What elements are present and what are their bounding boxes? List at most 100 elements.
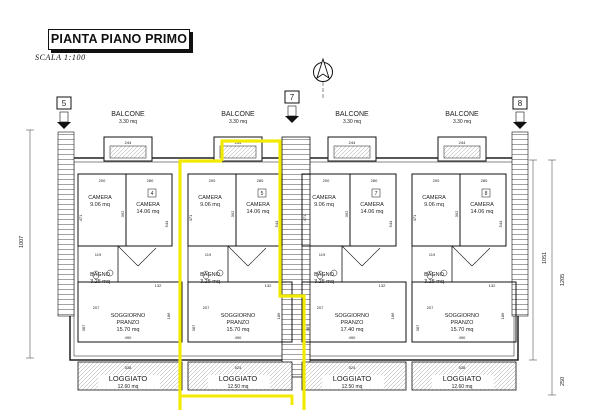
soggiorno-label: SOGGIORNO	[335, 313, 370, 319]
side-stair-0	[57, 131, 75, 317]
dim-wall: 544	[388, 220, 393, 227]
balcony-dim: 244	[349, 140, 356, 145]
soggiorno-area: 15.70 mq	[227, 327, 250, 333]
loggiato-label: LOGGIATO	[333, 374, 372, 383]
dim-bath: 207	[93, 305, 100, 310]
bagno-label: BAGNO	[200, 272, 221, 278]
balcony-label: BALCONE	[111, 111, 145, 118]
section-marker-label: 5	[62, 99, 67, 108]
dim-bath: 186	[276, 312, 281, 319]
camera2-area: 14.06 mq	[471, 209, 494, 215]
dim-wall: 119	[205, 252, 212, 257]
loggiato-label: LOGGIATO	[443, 374, 482, 383]
pranzo-label: PRANZO	[341, 320, 365, 326]
dim-wall: 119	[429, 252, 436, 257]
room-number: 4	[151, 191, 154, 197]
dim-bath: 186	[166, 312, 171, 319]
soggiorno-label: SOGGIORNO	[111, 313, 146, 319]
page-title: PIANTA PIANO PRIMO	[48, 29, 190, 50]
dim-inner-top: 200	[209, 178, 216, 183]
loggiato-label: LOGGIATO	[219, 374, 258, 383]
dim-bath: 132	[379, 283, 386, 288]
dim-bath: 387	[415, 324, 420, 331]
dim-overall-right3: 250	[560, 377, 566, 386]
dim-inner-top: 280	[371, 178, 378, 183]
balcony-dim: 244	[459, 140, 466, 145]
loggiato-label: LOGGIATO	[109, 374, 148, 383]
dim-wall: 471	[412, 214, 417, 221]
section-markers: 5 7 8	[56, 90, 528, 129]
balcony-area: 3.30 mq	[343, 119, 361, 125]
section-marker-5: 5	[56, 96, 72, 129]
balcony-label: BALCONE	[335, 111, 369, 118]
balcony-area: 3.30 mq	[229, 119, 247, 125]
dim-bath: 387	[81, 324, 86, 331]
bagno-area: 3.25 mq	[424, 279, 444, 285]
soggiorno-label: SOGGIORNO	[445, 313, 480, 319]
bagno-area: 3.25 mq	[90, 279, 110, 285]
camera2-label: CAMERA	[246, 202, 270, 208]
soggiorno-dim: 490	[459, 335, 466, 340]
camera2-label: CAMERA	[136, 202, 160, 208]
pranzo-label: PRANZO	[451, 320, 475, 326]
dim-inner-top: 200	[323, 178, 330, 183]
camera1-label: CAMERA	[422, 195, 446, 201]
camera2-area: 14.06 mq	[361, 209, 384, 215]
soggiorno-area: 15.70 mq	[117, 327, 140, 333]
dim-wall: 544	[164, 220, 169, 227]
dim-bath: 207	[427, 305, 434, 310]
balcony-dim: 244	[125, 140, 132, 145]
dim-bath: 387	[305, 324, 310, 331]
loggiato-dim: 538	[459, 365, 466, 370]
loggiato-area: 12.60 mq	[118, 384, 139, 390]
dim-wall: 119	[319, 252, 326, 257]
camera2-label: CAMERA	[360, 202, 384, 208]
balcony-label: BALCONE	[445, 111, 479, 118]
room-number: 5	[261, 191, 264, 197]
pranzo-label: PRANZO	[227, 320, 251, 326]
dim-wall: 392	[454, 210, 459, 217]
bagno-label: BAGNO	[424, 272, 445, 278]
north-arrow-icon	[313, 57, 333, 100]
dim-wall: 544	[274, 220, 279, 227]
dim-inner-top: 200	[433, 178, 440, 183]
section-marker-label: 8	[518, 99, 523, 108]
side-stair-1	[511, 131, 529, 317]
dim-overall-right2: 1205	[560, 274, 566, 286]
loggiato-dim: 524	[235, 365, 242, 370]
soggiorno-dim: 490	[125, 335, 132, 340]
soggiorno-dim: 490	[235, 335, 242, 340]
dim-wall: 392	[344, 210, 349, 217]
dim-bath: 207	[317, 305, 324, 310]
section-marker-8: 8	[512, 96, 528, 129]
loggiato-area: 12.50 mq	[342, 384, 363, 390]
dim-wall: 471	[302, 214, 307, 221]
loggiato-area: 12.50 mq	[228, 384, 249, 390]
dim-bath: 207	[203, 305, 210, 310]
section-marker-7: 7	[284, 90, 300, 123]
balcony-area: 3.30 mq	[453, 119, 471, 125]
dim-wall: 119	[95, 252, 102, 257]
soggiorno-dim: 490	[349, 335, 356, 340]
bagno-area: 3.25 mq	[200, 279, 220, 285]
soggiorno-label: SOGGIORNO	[221, 313, 256, 319]
camera2-label: CAMERA	[470, 202, 494, 208]
room-number: 8	[485, 191, 488, 197]
dim-bath: 186	[390, 312, 395, 319]
loggiato-dim: 524	[349, 365, 356, 370]
dim-wall: 471	[78, 214, 83, 221]
room-number: 7	[375, 191, 378, 197]
camera1-label: CAMERA	[88, 195, 112, 201]
dim-bath: 387	[191, 324, 196, 331]
soggiorno-area: 17.40 mq	[341, 327, 364, 333]
dim-bath: 132	[155, 283, 162, 288]
section-marker-label: 7	[290, 93, 295, 102]
balcony-area: 3.30 mq	[119, 119, 137, 125]
camera1-label: CAMERA	[198, 195, 222, 201]
dim-overall-left: 1007	[19, 236, 25, 248]
dim-wall: 471	[188, 214, 193, 221]
